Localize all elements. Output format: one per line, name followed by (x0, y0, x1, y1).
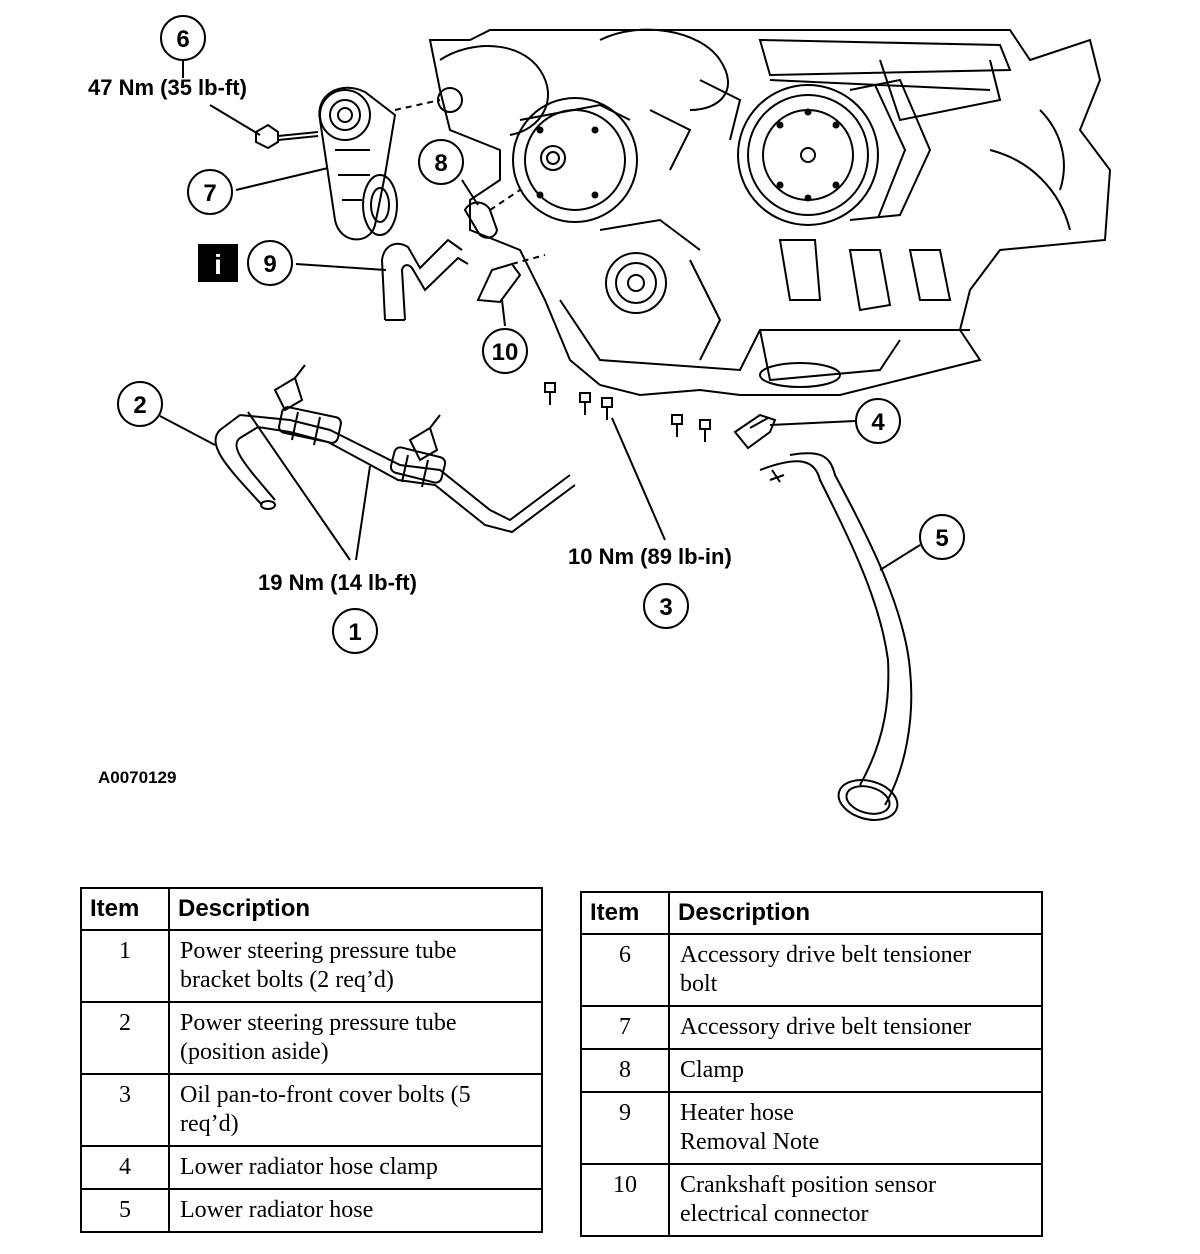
item-number: 7 (580, 1005, 670, 1050)
item-description: Power steering pressure tube(position as… (168, 1001, 543, 1075)
torque-item-1: 19 Nm (14 lb-ft) (258, 570, 417, 595)
item-number: 2 (80, 1001, 170, 1075)
svg-text:4: 4 (871, 409, 885, 436)
oil-pan-bolts (544, 382, 711, 442)
legend-table-left: Item Description 1 Power steering pressu… (80, 887, 543, 1233)
column-header-item: Item (580, 891, 670, 935)
callout-2: 2 (117, 381, 163, 427)
svg-text:8: 8 (434, 150, 447, 177)
table-row: 5 Lower radiator hose (80, 1188, 543, 1233)
callout-1: 1 (332, 608, 378, 654)
figure-id: A0070129 (98, 768, 176, 787)
callout-4: 4 (855, 398, 901, 444)
info-badge: i (198, 244, 238, 282)
svg-text:10: 10 (492, 339, 519, 366)
table-row: 4 Lower radiator hose clamp (80, 1145, 543, 1190)
power-steering-tube (214, 364, 576, 534)
svg-text:9: 9 (263, 251, 276, 278)
item-description: Lower radiator hose (168, 1188, 543, 1233)
sensor-connector (476, 254, 546, 304)
legend-header-row: Item Description (580, 891, 1043, 935)
callout-10: 10 (482, 328, 528, 374)
legend-table-right: Item Description 6 Accessory drive belt … (580, 891, 1043, 1237)
item-description: Lower radiator hose clamp (168, 1145, 543, 1190)
table-row: 2 Power steering pressure tube(position … (80, 1001, 543, 1075)
item-number: 3 (80, 1073, 170, 1147)
column-header-description: Description (668, 891, 1043, 935)
table-row: 8 Clamp (580, 1048, 1043, 1093)
item-number: 10 (580, 1163, 670, 1237)
item-number: 1 (80, 929, 170, 1003)
svg-text:1: 1 (348, 619, 361, 646)
radiator-hose-clamp (733, 413, 777, 450)
leader-lines (159, 60, 921, 571)
callout-6: 6 (160, 15, 206, 61)
callout-3: 3 (643, 583, 689, 629)
engine-diagram: 6 7 8 9 i 10 2 4 5 3 1 47 Nm (35 lb-ft) (88, 15, 1112, 821)
svg-text:7: 7 (203, 180, 216, 207)
item-number: 9 (580, 1091, 670, 1165)
item-number: 4 (80, 1145, 170, 1190)
svg-text:2: 2 (133, 392, 146, 419)
callout-8: 8 (418, 139, 464, 185)
svg-text:i: i (214, 249, 222, 280)
column-header-item: Item (80, 887, 170, 931)
legend-header-row: Item Description (80, 887, 543, 931)
callout-7: 7 (187, 169, 233, 215)
belt-tensioner (318, 86, 463, 241)
item-description: Accessory drive belt tensioner (668, 1005, 1043, 1050)
svg-text:3: 3 (659, 594, 672, 621)
engine-illustration (428, 28, 1112, 397)
callout-9: 9 (247, 240, 293, 286)
tensioner-bolt (255, 123, 319, 150)
table-row: 7 Accessory drive belt tensioner (580, 1005, 1043, 1050)
column-header-description: Description (168, 887, 543, 931)
lower-radiator-hose (759, 452, 913, 821)
clamp (463, 189, 521, 239)
item-number: 5 (80, 1188, 170, 1233)
item-number: 6 (580, 933, 670, 1007)
svg-text:5: 5 (935, 525, 948, 552)
heater-hose (380, 238, 469, 321)
svg-text:6: 6 (176, 26, 189, 53)
item-description: Clamp (668, 1048, 1043, 1093)
item-number: 8 (580, 1048, 670, 1093)
torque-item-3: 10 Nm (89 lb-in) (568, 544, 732, 569)
callout-5: 5 (919, 514, 965, 560)
torque-item-6: 47 Nm (35 lb-ft) (88, 75, 247, 100)
